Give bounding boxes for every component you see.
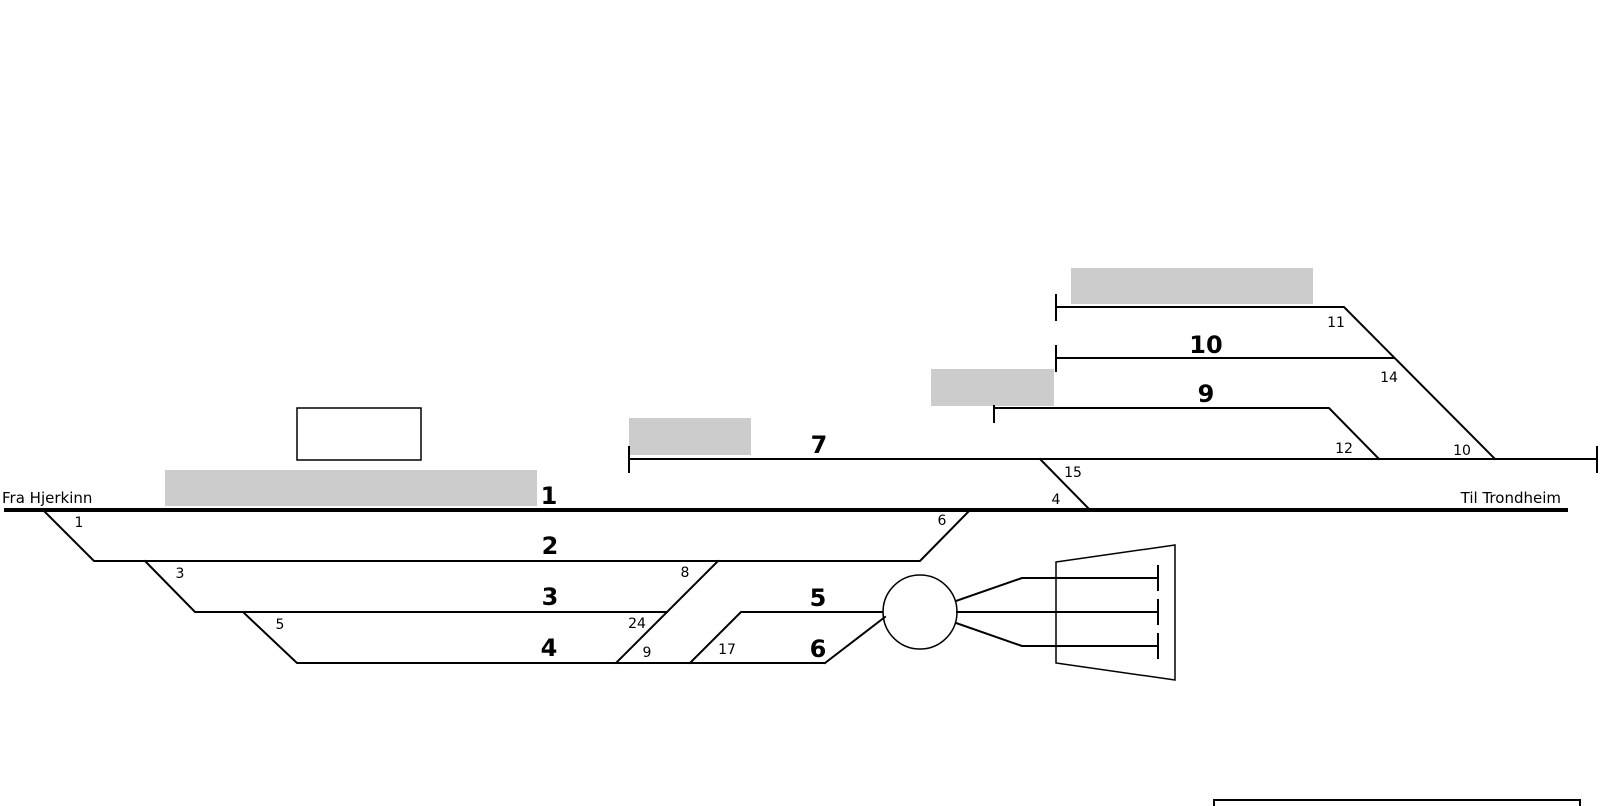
track-2 — [41, 508, 972, 562]
turntable — [882, 574, 958, 650]
station-building — [296, 407, 422, 461]
track-number-4: 4 — [541, 634, 558, 662]
platform-track-11 — [1071, 268, 1313, 304]
track-5 — [688, 611, 883, 665]
legend-box — [1213, 799, 1581, 806]
from-label: Fra Hjerkinn — [2, 489, 92, 507]
switch-number-9: 9 — [643, 645, 652, 661]
switch-number-24: 24 — [628, 616, 646, 632]
platform-track-9 — [931, 369, 1054, 406]
track-number-3: 3 — [542, 583, 559, 611]
to-label: Til Trondheim — [1460, 489, 1561, 507]
switch-number-10: 10 — [1453, 443, 1471, 459]
switch-number-12: 12 — [1335, 441, 1353, 457]
switch-number-15: 15 — [1064, 465, 1082, 481]
platform-track-7 — [629, 418, 751, 455]
engine-shed — [1055, 544, 1176, 681]
shed-track-1 — [954, 577, 1159, 603]
platform-track-1 — [165, 470, 537, 506]
track-number-1: 1 — [541, 482, 558, 510]
crossover-8-24 — [614, 559, 720, 665]
track-3 — [143, 559, 668, 613]
switch-number-6: 6 — [938, 513, 947, 529]
switch-number-5: 5 — [276, 617, 285, 633]
switch-number-17: 17 — [718, 642, 736, 658]
track-number-5: 5 — [810, 584, 827, 612]
track-11 — [1055, 306, 1497, 461]
switch-number-1: 1 — [75, 515, 84, 531]
track-4 — [241, 610, 617, 664]
track-number-2: 2 — [542, 532, 559, 560]
track-6-to-turntable — [823, 615, 887, 665]
track-number-6: 6 — [810, 635, 827, 663]
switch-number-3: 3 — [176, 566, 185, 582]
switch-number-14: 14 — [1380, 370, 1398, 386]
shed-track-3 — [954, 621, 1159, 647]
track-number-7: 7 — [811, 431, 828, 459]
switch-number-8: 8 — [681, 565, 690, 581]
switch-number-11: 11 — [1327, 315, 1345, 331]
connection-4-15 — [1038, 457, 1092, 512]
track-9 — [993, 407, 1381, 461]
switch-number-4: 4 — [1052, 492, 1061, 508]
track-number-9: 9 — [1198, 380, 1215, 408]
track-number-10: 10 — [1189, 331, 1222, 359]
